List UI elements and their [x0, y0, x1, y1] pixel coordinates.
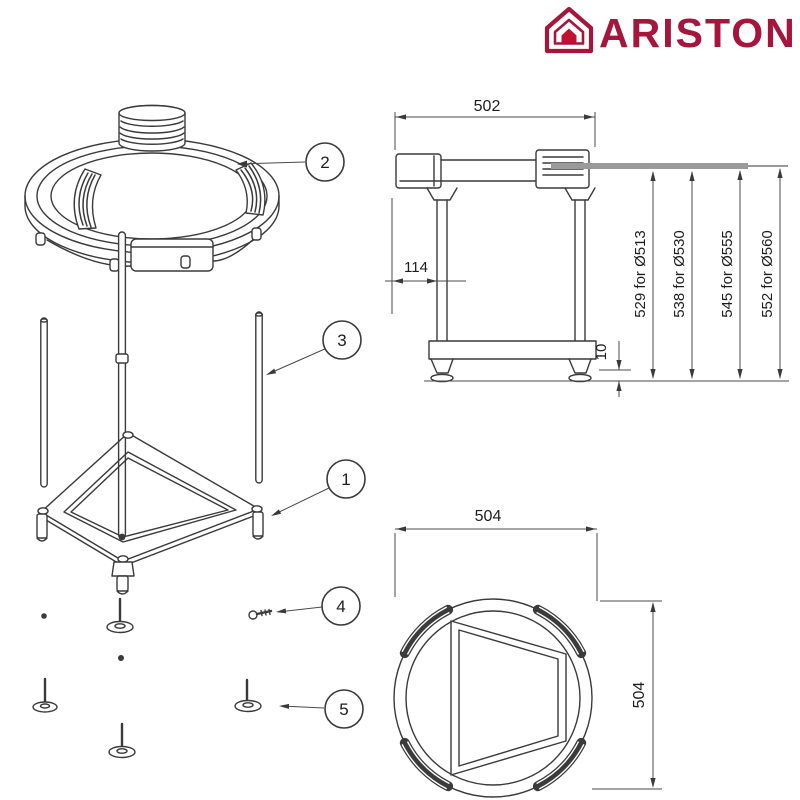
stand-front: [395, 149, 789, 383]
dim-label-502: 502: [474, 98, 501, 115]
dim-height-545: 545 for Ø555: [719, 170, 743, 379]
callout-number: 2: [320, 153, 329, 172]
adjustable-foot-part: [234, 678, 262, 713]
front-view: 502: [385, 98, 789, 397]
pad-top-left: [399, 604, 454, 659]
callout-4: 4: [276, 586, 361, 626]
dim-height-529: 529 for Ø513: [632, 171, 656, 379]
screws-and-feet: [32, 597, 273, 759]
dim-top-depth-504: 504: [592, 600, 662, 790]
ring-top-view: [393, 598, 593, 798]
ring-top-cap: [118, 104, 186, 152]
callout-circle: [305, 142, 345, 182]
ring-pad-right: [235, 162, 266, 216]
callout-number: 3: [337, 331, 346, 350]
base-frame-part: [36, 431, 264, 595]
ring-pad-left: [73, 168, 102, 230]
dim-top-width-504: 504: [394, 508, 598, 601]
dim-width-502: 502: [394, 98, 596, 150]
house-icon: [544, 6, 594, 54]
top-ring-part: [24, 104, 280, 272]
callout-2: 2: [237, 142, 345, 182]
callout-circle: [321, 586, 361, 626]
support-rods: [40, 231, 263, 541]
dim-label-545b: 545 for Ø555: [719, 230, 736, 318]
ring-front-plate: [130, 238, 214, 272]
callout-1: 1: [271, 459, 366, 516]
top-view: 504: [393, 508, 662, 798]
dim-label-114: 114: [404, 259, 428, 276]
small-screw-part: [248, 608, 273, 620]
callout-circle: [324, 689, 364, 729]
dim-label-504d: 504: [631, 682, 648, 709]
dim-label-10: 10: [593, 344, 610, 361]
callout-number: 4: [336, 597, 345, 616]
callout-number: 5: [339, 700, 348, 719]
ariston-logo: ARISTON: [544, 6, 797, 56]
dim-label-545: 538 for Ø530: [671, 230, 688, 318]
dim-height-552: 552 for Ø560: [759, 168, 783, 379]
dim-leg-offset-114: 114: [385, 198, 466, 314]
callout-number: 1: [341, 470, 350, 489]
pad-bottom-right: [532, 737, 587, 792]
dim-foot-adjust-10: 10: [593, 341, 631, 397]
exploded-view: 2 3 1 4 5: [24, 104, 366, 759]
top-reference-bar: [551, 163, 748, 169]
dim-label-552: 552 for Ø560: [759, 230, 776, 318]
dim-height-538: 538 for Ø530: [671, 171, 695, 379]
pad-top-right: [532, 604, 587, 659]
center-pole: [117, 231, 127, 539]
pad-bottom-left: [399, 737, 454, 792]
dim-label-529: 529 for Ø513: [632, 230, 649, 318]
callout-circle: [322, 320, 362, 360]
callout-circle: [326, 459, 366, 499]
callout-5: 5: [279, 689, 364, 729]
brand-name: ARISTON: [599, 10, 797, 56]
dim-label-504w: 504: [475, 508, 502, 525]
callout-3: 3: [266, 320, 362, 375]
